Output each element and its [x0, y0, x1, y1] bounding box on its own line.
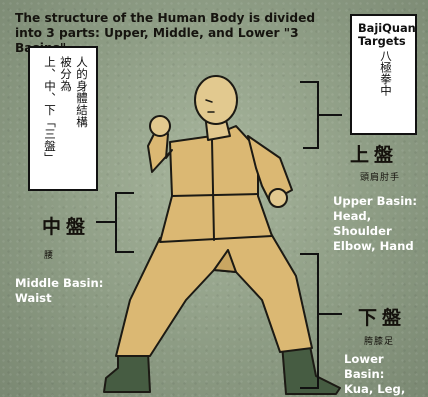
upper-basin-cn-parts: 頭肩肘手 — [360, 170, 400, 183]
bajiquan-chinese-label: 八極拳中 — [378, 50, 394, 96]
lower-basin-cn-parts: 胯膝足 — [364, 334, 394, 347]
lower-basin-en-label: Lower Basin: Kua, Leg, Foot — [344, 352, 428, 397]
description-column-2: 被分為 — [58, 56, 74, 92]
upper-basin-cn-title: 上盤 — [350, 140, 398, 167]
bajiquan-targets-label: BajiQuan Targets — [358, 22, 414, 48]
lower-basin-cn-title: 下盤 — [358, 303, 406, 330]
upper-basin-en-line-2: Elbow, Hand — [333, 239, 428, 254]
middle-basin-en-line-1: Waist — [15, 291, 103, 306]
description-column-3: 上、中、下「三盤」 — [42, 56, 58, 164]
lower-basin-en-line-1: Kua, Leg, Foot — [344, 382, 428, 397]
middle-basin-cn-parts: 腰 — [44, 248, 54, 261]
upper-basin-en-title: Upper Basin: — [333, 194, 428, 209]
middle-basin-en-label: Middle Basin: Waist — [15, 276, 103, 306]
chinese-description-box: 人的身體結構 被分為 上、中、下「三盤」 — [28, 46, 98, 191]
bajiquan-targets-box: BajiQuan Targets 八極拳中 — [350, 14, 417, 135]
upper-basin-en-line-1: Head, Shoulder — [333, 209, 428, 239]
upper-basin-en-label: Upper Basin: Head, Shoulder Elbow, Hand — [333, 194, 428, 254]
description-column-1: 人的身體結構 — [74, 56, 90, 128]
middle-basin-en-title: Middle Basin: — [15, 276, 103, 291]
lower-basin-en-title: Lower Basin: — [344, 352, 428, 382]
middle-basin-cn-title: 中盤 — [42, 212, 90, 239]
